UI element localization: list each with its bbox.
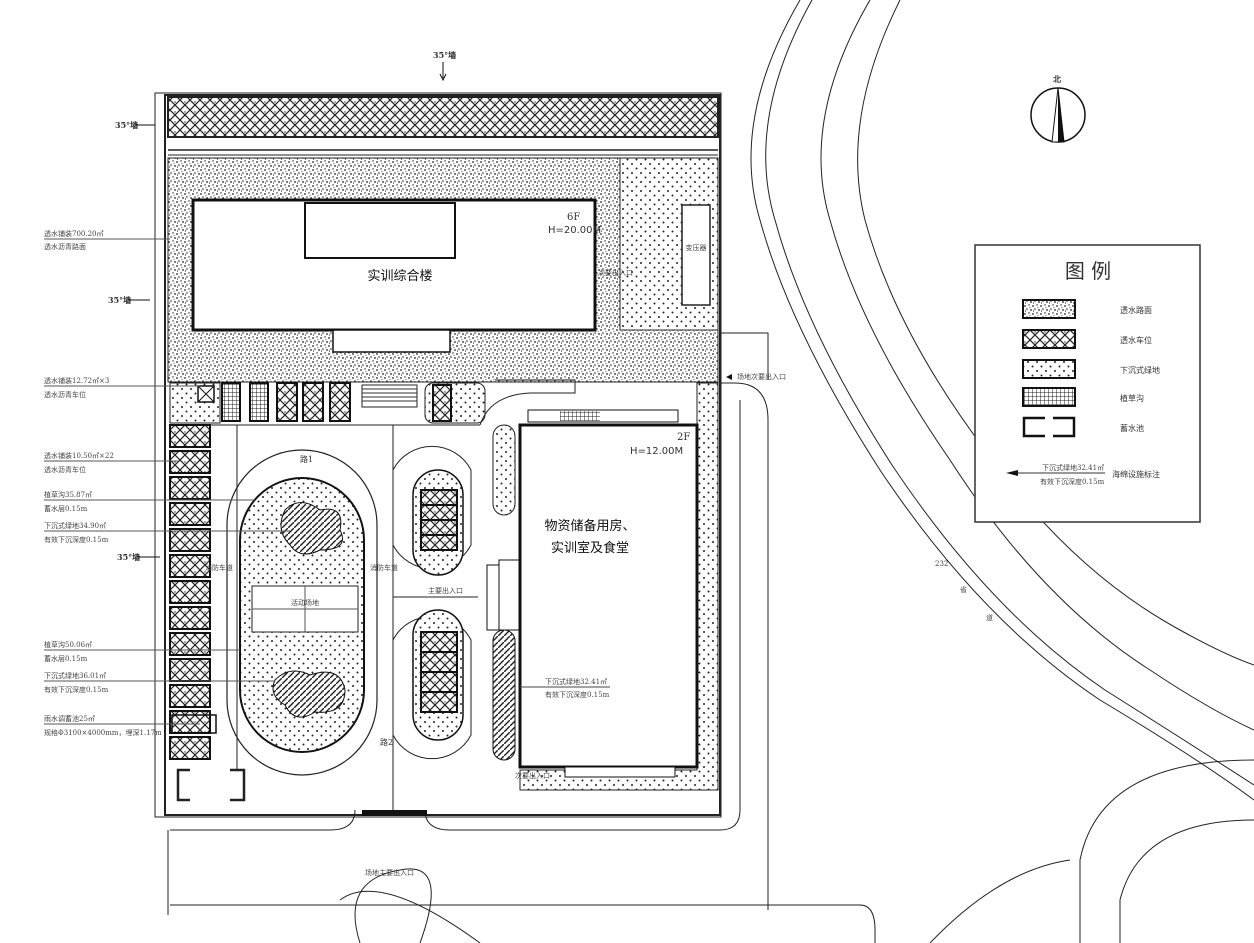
main-building-name: 实训综合楼 (367, 269, 432, 284)
main-secondary-entrance: 次要出入口 (598, 268, 633, 277)
annotation-7-line1: 下沉式绿地36.01㎡ (44, 671, 106, 680)
annotation-4-line2: 蓄水层0.15m (44, 504, 88, 513)
legend-swatch-pavement (1022, 299, 1076, 319)
legend-label: 下沉式绿地 (1120, 365, 1160, 375)
legend-label: 蓄水池 (1120, 423, 1144, 433)
wall-label-top: 35°墙 (433, 50, 456, 60)
legend-annotation-label: 海绵设施标注 (1112, 469, 1160, 479)
site-main-entrance-label: 场地主要出入口 (365, 868, 414, 877)
annotation-4-line1: 植草沟35.87㎡ (44, 490, 92, 499)
site-boundary (164, 94, 721, 816)
legend-swatch-grass-swale (1022, 387, 1076, 407)
annotation-2-line1: 透水铺装12.72㎡×3 (44, 376, 109, 385)
legend-swatch-sunken-green (1022, 359, 1076, 379)
north-arrow-icon (1030, 87, 1086, 143)
north-label: 北 (1053, 74, 1061, 84)
legend-title: 图 例 (1065, 259, 1111, 283)
provincial-road-number: 232 (935, 560, 948, 568)
provincial-road-char2: 道 (986, 613, 993, 622)
oval-road (226, 449, 378, 776)
annotation-3-line2: 透水沥青车位 (44, 465, 86, 474)
legend-label: 植草沟 (1120, 393, 1144, 403)
wall-label-left-2: 35°墙 (108, 295, 131, 305)
road1-label: 路1 (300, 454, 313, 464)
annotation-3-line1: 透水铺装10.50㎡×22 (44, 451, 114, 460)
activity-area-label: 活动场地 (291, 598, 319, 607)
fire-lane-left-label: 消防车道 (205, 563, 233, 572)
reservoir (176, 768, 246, 802)
transformer (681, 204, 711, 306)
grass-swale-south (272, 670, 346, 718)
main-building-height: H=20.00M (548, 225, 601, 236)
storage-building-name-1: 物资储备用房、 (544, 518, 635, 534)
annotation-5-line1: 下沉式绿地34.90㎡ (44, 521, 106, 530)
storage-building-name-2: 实训室及食堂 (551, 540, 629, 556)
storage-building (518, 423, 699, 769)
main-building-floors: 6F (567, 212, 580, 223)
annotation-5-line2: 有效下沉深度0.15m (44, 535, 109, 544)
legend-label: 透水路面 (1120, 305, 1152, 315)
transformer-label: 变压器 (686, 243, 707, 252)
annotation-6-line2: 蓄水层0.15m (44, 654, 88, 663)
storage-building-height: H=12.00M (630, 446, 683, 457)
top-parking-strip (167, 96, 719, 138)
annotation-8-line1: 雨水调蓄池25㎡ (44, 714, 95, 723)
left-annotations (44, 238, 290, 725)
storage-secondary-entrance: 次要出入口 (515, 771, 550, 780)
wall-label-left-3: 35°墙 (117, 552, 140, 562)
wall-label-left-1: 35°墙 (115, 120, 138, 130)
grass-swale-east (492, 629, 516, 761)
legend-annotation-line2: 有效下沉深度0.15m (1040, 477, 1105, 486)
annotation-1-line1: 透水铺装700.20㎡ (44, 229, 104, 238)
annotation-7-line2: 有效下沉深度0.15m (44, 685, 109, 694)
storage-building-floors: 2F (677, 432, 690, 443)
storage-annotation-2: 有效下沉深度0.15m (545, 690, 610, 699)
legend-swatch-reservoir (1022, 416, 1076, 438)
site-secondary-entrance-label: 场地次要出入口 (737, 372, 786, 381)
legend-annotation-line1: 下沉式绿地32.41㎡ (1042, 463, 1104, 472)
west-parking-column (169, 424, 211, 760)
annotation-8-line2: 规格Φ3100×4000mm，埋深1.17m (44, 728, 162, 737)
grass-swale-north (280, 502, 343, 555)
legend-swatch-parking (1022, 329, 1076, 349)
annotation-1-line2: 透水沥青路面 (44, 242, 86, 251)
north-parking-row (169, 382, 486, 424)
storage-annotation-1: 下沉式绿地32.41㎡ (545, 677, 607, 686)
legend: 图 例 透水路面 透水车位 下沉式绿地 植草沟 蓄水池 下沉式绿地32.41㎡ … (974, 244, 1201, 523)
annotation-6-line1: 植草沟50.06㎡ (44, 640, 92, 649)
annotation-2-line2: 透水沥青车位 (44, 390, 86, 399)
provincial-road-edge (750, 0, 1254, 801)
fire-lane-right-label: 消防车道 (370, 563, 398, 572)
provincial-road-char1: 省 (960, 585, 967, 594)
legend-label: 透水车位 (1120, 335, 1152, 345)
road2-label: 路2 (380, 737, 393, 747)
main-entrance-label: 主要出入口 (428, 586, 463, 595)
